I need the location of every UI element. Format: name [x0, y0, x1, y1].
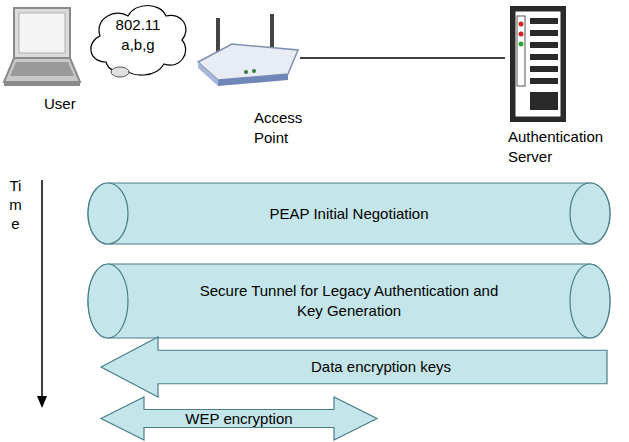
key-arrow: Data encryption keys [100, 336, 608, 398]
node-text: Access Point [254, 108, 320, 148]
server-illustration [510, 6, 566, 122]
node-text: User [44, 94, 84, 114]
laptop-illustration [4, 8, 80, 86]
encryption-arrow: WEP encryption [100, 396, 378, 441]
server-node: Authentication Server [505, 5, 571, 125]
node-text: Secure Tunnel for Legacy Authentication … [199, 281, 499, 321]
plain-outline [196, 28, 300, 88]
axis-label: Time [8, 176, 23, 233]
network-link [300, 57, 505, 59]
plain-outline [505, 5, 571, 125]
user-icon-node: User [2, 2, 86, 114]
node-text: WEP encryption [185, 409, 292, 429]
tunnel-band: Secure Tunnel for Legacy Authentication … [88, 263, 610, 339]
time-arrow [37, 180, 47, 408]
wireless-cloud: 802.11 a,b,g [84, 0, 192, 80]
node-text: 802.11 a,b,g [110, 15, 166, 55]
access-point-node: Access Point [196, 28, 300, 88]
node-text: Data encryption keys [311, 357, 451, 377]
node-text: Authentication Server [508, 127, 626, 167]
tube-outline [88, 263, 610, 339]
access-point-illustration [198, 14, 298, 86]
node-text: PEAP Initial Negotiation [270, 204, 429, 224]
tunnel-band: PEAP Initial Negotiation [88, 182, 610, 245]
